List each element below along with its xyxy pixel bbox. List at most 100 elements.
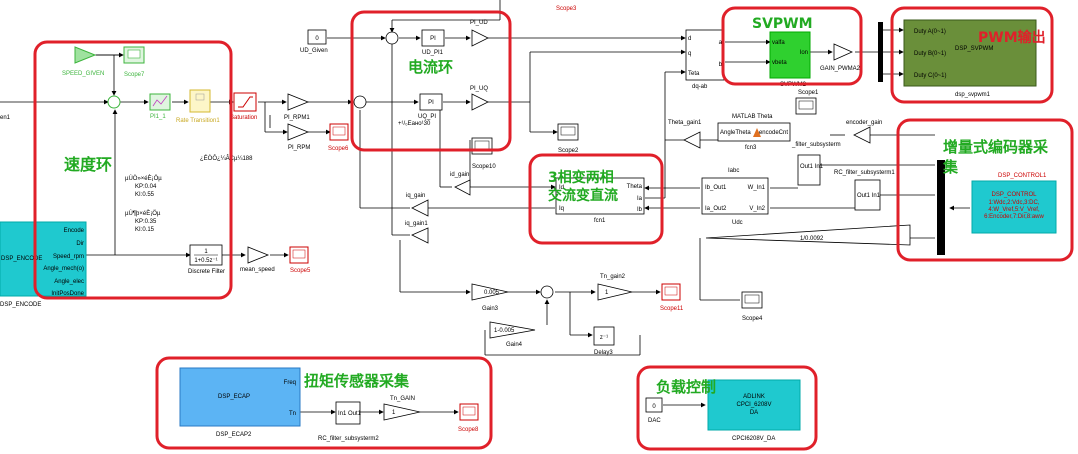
scope10[interactable] (471, 137, 493, 155)
scope8[interactable] (459, 403, 479, 421)
labc-udc-block[interactable]: Ib_Out1 Ia_Out2 W_In1 V_In2 (701, 177, 769, 215)
delay3[interactable]: z⁻¹ (593, 326, 615, 346)
dsp-control-block[interactable]: DSP_CONTROL 1:Wdc,2:Vdc,3:DC, 4:W_Vref,5… (971, 180, 1057, 234)
svg-text:CPCI_6208V: CPCI_6208V (736, 402, 771, 408)
iq-gain1[interactable] (411, 227, 429, 244)
svg-text:0.005: 0.005 (484, 290, 500, 296)
svg-text:AngleTheta: AngleTheta (720, 130, 751, 136)
speed-note: ¿ÉÒÔ¿¼ÂÇµ¼188 (200, 155, 253, 162)
pi-rpm1-gain[interactable] (287, 93, 310, 111)
encoder-gain[interactable] (853, 126, 871, 144)
id-gain[interactable] (454, 179, 471, 196)
svg-text:PI: PI (430, 36, 436, 42)
svg-text:1: 1 (605, 290, 609, 296)
dq-ab-block[interactable]: d q Teta a b (685, 29, 725, 81)
gain4-label: Gain4 (506, 342, 523, 348)
gain3-label: Gain3 (482, 306, 499, 312)
svg-text:DSP_SVPWM: DSP_SVPWM (955, 46, 993, 52)
gain4[interactable]: 1-0.005 (489, 321, 536, 339)
ud-pi1-block[interactable]: PI (421, 29, 445, 47)
svg-text:Ion: Ion (800, 50, 808, 56)
torque-box (155, 356, 493, 450)
scope5-label: Scope5 (290, 268, 311, 274)
torque-annotation: 扭矩传感器采集 (304, 372, 410, 390)
discrete-filter-label: Discrete Filter (188, 269, 225, 275)
dsp-encode-block[interactable]: DSP_ENCODE Encode Dir Speed_rpm Angle_me… (0, 221, 87, 297)
highlight-boxes (33, 6, 1074, 451)
discrete-filter[interactable]: 1 1+0.5z⁻¹ (189, 244, 223, 266)
load-box (636, 365, 818, 451)
scope2[interactable] (557, 123, 579, 141)
dsp-ecap-block[interactable]: DSP_ECAP Freq Tn (179, 367, 301, 427)
adlink-block[interactable]: ADLINK CPCI_6208V DA (707, 379, 801, 431)
svg-text:Encode: Encode (64, 228, 85, 234)
iq-gain1-label: iq_gain1 (405, 221, 428, 227)
ud-given-label: UD_Given (300, 48, 328, 54)
speed-given-gain[interactable] (74, 46, 97, 64)
pi-rpm-gain[interactable] (287, 123, 310, 141)
transform-annotation: 3相变两相交流变直流 (548, 169, 618, 204)
gain3[interactable]: 0.005 (471, 283, 509, 301)
svg-text:q: q (688, 51, 691, 57)
tn-gain2[interactable]: 1 (597, 283, 633, 301)
tn-gain[interactable]: 1 (383, 403, 421, 421)
sum-ud[interactable] (385, 31, 399, 45)
uq-pi-label: UQ_PI (418, 114, 436, 120)
pi-uq-gain[interactable] (471, 93, 489, 111)
uq-pi-block[interactable]: PI (419, 93, 443, 111)
pi-ud-label: PI_UD (470, 20, 488, 26)
gain-pwma2[interactable] (833, 43, 853, 61)
param2-kp: KP:0.35 (135, 219, 157, 225)
svg-text:Ib_Out1: Ib_Out1 (705, 185, 727, 191)
ud-given-const[interactable]: 0 (307, 29, 327, 45)
sum-torque[interactable] (540, 285, 554, 299)
svg-text:vbeta: vbeta (772, 60, 787, 66)
rate-transition-block[interactable] (189, 89, 211, 113)
id-gain-label: id_gain (450, 172, 469, 178)
svg-text:0: 0 (652, 404, 656, 410)
ud-pi1-label: UD_PI1 (422, 50, 444, 56)
dsp-svpwm-block[interactable]: Duty A(0~1) Duty B(0~1) Duty C(0~1) DSP_… (903, 19, 1037, 87)
svpwm-block[interactable]: valfa vbeta Ion (769, 31, 811, 79)
svg-text:0: 0 (315, 36, 319, 42)
scope4[interactable] (741, 291, 763, 309)
svg-text:ADLINK: ADLINK (743, 394, 765, 400)
mean-speed-gain[interactable] (247, 246, 270, 264)
encoder-gain-label: encoder_gain (846, 120, 882, 126)
scope11[interactable] (661, 283, 681, 301)
tn-gain2-label: Tn_gain2 (600, 274, 626, 280)
svg-text:In1 Out1: In1 Out1 (338, 411, 362, 417)
scope5[interactable] (289, 246, 309, 264)
rc-filter2-block[interactable]: In1 Out1 (335, 401, 362, 425)
dac-const[interactable]: 0 (645, 397, 663, 413)
iq-gain[interactable] (411, 199, 429, 217)
pi-ud-gain[interactable] (471, 29, 489, 47)
param2-ki: KI:0.15 (135, 227, 155, 233)
saturation-block[interactable] (233, 92, 257, 112)
sum-uq[interactable] (353, 95, 367, 109)
out1-block-b[interactable]: Out1 In1 (854, 179, 881, 211)
svg-text:1-0.005: 1-0.005 (494, 328, 515, 334)
svpwm-box (721, 6, 863, 86)
uq-pi-sub: +¹/₀Eaно¹30 (398, 121, 431, 127)
udc-gain[interactable] (705, 224, 911, 246)
sum-speed[interactable] (107, 95, 121, 109)
fcn3-block[interactable]: AngleTheta encodeCnt (717, 122, 791, 142)
svg-text:Angle_mech(o): Angle_mech(o) (43, 266, 84, 272)
demux-bar (878, 22, 883, 82)
scope6[interactable] (329, 123, 349, 141)
encoder-annotation: 增量式编码器采集 (942, 138, 1049, 176)
svg-text:Out1 In1: Out1 In1 (857, 193, 881, 199)
scope7[interactable] (123, 46, 145, 64)
scope3-label: Scope3 (556, 6, 577, 12)
control-block-title: DSP_CONTROL1 (998, 173, 1047, 179)
theta-gain1[interactable] (683, 131, 701, 149)
rate-transition-label: Rate Transition1 (176, 118, 220, 124)
pi1-block[interactable] (149, 93, 171, 111)
svg-text:encodeCnt: encodeCnt (759, 130, 788, 136)
scope1[interactable] (795, 97, 817, 115)
pi-uq-label: PI_UQ (470, 86, 488, 92)
out1-block-a[interactable]: Out1 In1 (797, 154, 824, 186)
fcn1-block[interactable]: Theta Ia Ib Id Iq (555, 177, 645, 215)
udc-gain-label: 1/0.0092 (800, 236, 824, 242)
